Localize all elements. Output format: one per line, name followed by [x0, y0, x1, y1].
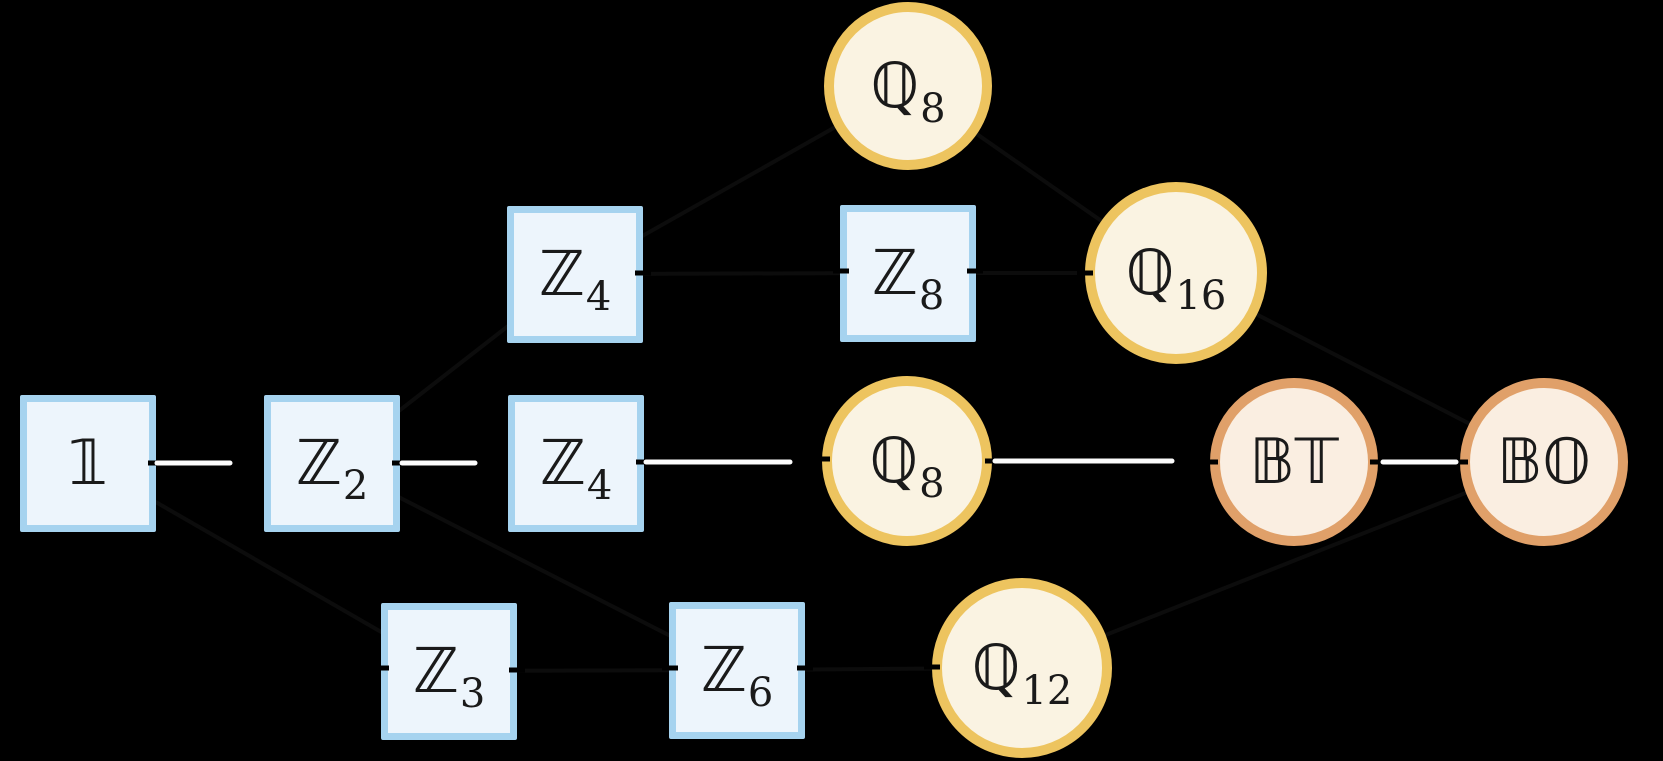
node-label: 𝟙 — [68, 432, 107, 494]
node-label-main: ℤ — [538, 237, 585, 310]
node-label-main: ℤ — [539, 426, 586, 499]
node-bo-bo: 𝔹𝕆 — [1460, 378, 1628, 546]
node-label-main: ℚ — [1125, 236, 1175, 309]
edge-q12-bo — [1021, 460, 1545, 670]
node-label-main: ℤ — [871, 236, 918, 309]
node-label-main: 𝟙 — [68, 426, 108, 499]
node-label-main: ℚ — [870, 49, 920, 122]
node-label-main: 𝔹𝕆 — [1496, 425, 1592, 498]
node-label-subscript: 4 — [586, 463, 613, 509]
node-label-subscript: 3 — [459, 671, 486, 717]
node-bt-bt: 𝔹𝕋 — [1210, 378, 1378, 546]
node-label-subscript: 6 — [747, 670, 774, 716]
node-label-main: 𝔹𝕋 — [1249, 425, 1339, 498]
node-label-main: ℚ — [869, 424, 919, 497]
node-label-subscript: 12 — [1021, 668, 1073, 714]
node-1-n1: 𝟙 — [20, 394, 156, 532]
node-label-subscript: 16 — [1175, 273, 1227, 319]
node-label-subscript: 4 — [585, 274, 612, 320]
node-label: 𝔹𝕋 — [1249, 431, 1338, 493]
node-label-main: ℤ — [295, 426, 342, 499]
node-label-main: ℚ — [971, 631, 1021, 704]
node-label-main: ℤ — [700, 633, 747, 706]
node-label-subscript: 8 — [919, 461, 945, 507]
node-label: 𝔹𝕆 — [1497, 431, 1591, 493]
node-label-subscript: 2 — [342, 463, 369, 509]
node-label-main: ℤ — [412, 634, 459, 707]
node-label-subscript: 8 — [918, 273, 945, 319]
node-label-subscript: 8 — [920, 86, 946, 132]
